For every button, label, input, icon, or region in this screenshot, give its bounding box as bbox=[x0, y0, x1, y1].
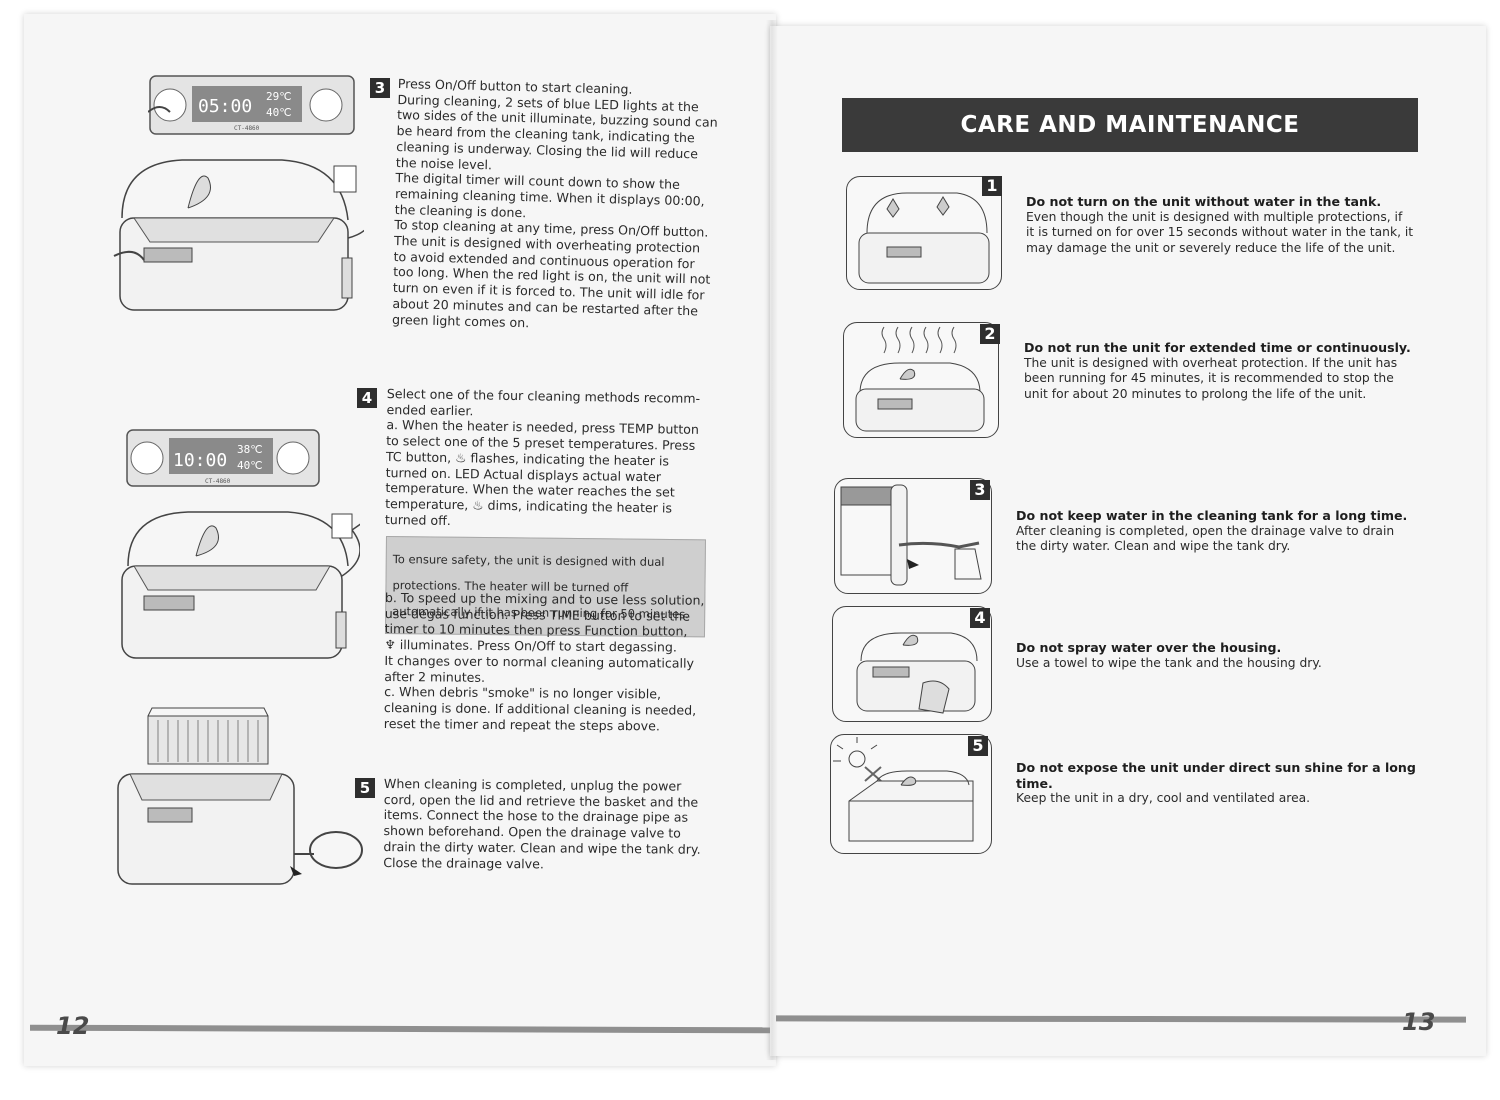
care-item-3: Do not keep water in the cleaning tank f… bbox=[1016, 508, 1416, 555]
display-model: CT-4860 bbox=[234, 125, 260, 132]
step-5-number: 5 bbox=[355, 778, 375, 798]
control-panel-illustration-step4: 10:00 38℃ 40℃ CT-4860 bbox=[126, 429, 320, 487]
display-time: 05:00 bbox=[198, 96, 252, 117]
care-item-3-line-1: After cleaning is completed, open the dr… bbox=[1016, 523, 1395, 538]
care-item-2-number: 2 bbox=[980, 324, 1000, 344]
step-4-instructions: Select one of the four cleaning methods … bbox=[385, 386, 727, 533]
care-item-1-number: 1 bbox=[982, 176, 1002, 196]
care-item-1: Do not turn on the unit without water in… bbox=[1026, 194, 1426, 256]
control-panel-illustration-step3: 05:00 29℃ 40℃ CT-4860 bbox=[148, 75, 355, 135]
care-item-5-line-1: Keep the unit in a dry, cool and ventila… bbox=[1016, 791, 1311, 805]
care-item-5-number: 5 bbox=[968, 736, 988, 756]
unit-empty-tank-illustration bbox=[858, 192, 990, 284]
display-temp-bottom: 40℃ bbox=[237, 459, 263, 472]
step-3-instructions: Press On/Off button to start cleaning.Du… bbox=[392, 76, 738, 335]
care-item-2-line-2: been running for 45 minutes, it is recom… bbox=[1024, 371, 1394, 385]
unit-overheat-illustration bbox=[855, 326, 985, 432]
step-4-number: 4 bbox=[357, 388, 377, 408]
right-page-number: 13 bbox=[1402, 1008, 1436, 1036]
care-illustration-2 bbox=[843, 322, 999, 438]
care-item-2: Do not run the unit for extended time or… bbox=[1024, 340, 1424, 402]
step-3-number: 3 bbox=[370, 78, 390, 98]
care-illustration-3 bbox=[834, 478, 992, 594]
care-item-4-heading: Do not spray water over the housing. bbox=[1016, 640, 1282, 655]
step-5-line-6: Close the drainage valve. bbox=[383, 854, 544, 871]
care-item-3-heading: Do not keep water in the cleaning tank f… bbox=[1016, 508, 1408, 523]
display-temp-top: 29℃ bbox=[266, 90, 292, 103]
care-item-2-line-3: unit for about 20 minutes to prolong the… bbox=[1024, 386, 1367, 401]
care-item-4: Do not spray water over the housing. Use… bbox=[1016, 640, 1416, 671]
basket-removal-illustration-step5 bbox=[117, 707, 363, 885]
care-item-1-heading: Do not turn on the unit without water in… bbox=[1026, 194, 1382, 209]
care-item-4-number: 4 bbox=[970, 608, 990, 628]
care-maintenance-title: CARE AND MAINTENANCE bbox=[842, 98, 1418, 152]
wipe-housing-illustration bbox=[856, 632, 978, 714]
ultrasonic-cleaner-illustration-step3 bbox=[113, 159, 364, 311]
care-item-3-line-2: the dirty water. Clean and wipe the tank… bbox=[1016, 539, 1291, 553]
ultrasonic-cleaner-illustration-step4 bbox=[121, 511, 360, 659]
safety-note-line-1: To ensure safety, the unit is designed w… bbox=[392, 551, 665, 569]
display-temp-top: 38℃ bbox=[237, 443, 263, 456]
left-page-number: 12 bbox=[56, 1012, 90, 1040]
care-item-1-line-2: it is turned on for over 15 seconds with… bbox=[1026, 225, 1414, 239]
display-temp-bottom: 40℃ bbox=[266, 106, 292, 119]
display-model: CT-4860 bbox=[205, 478, 231, 485]
care-item-1-line-3: may damage the unit or severely reduce t… bbox=[1026, 240, 1396, 255]
care-illustration-1 bbox=[846, 176, 1002, 290]
step-4b-line-9: reset the timer and repeat the steps abo… bbox=[383, 715, 660, 734]
right-footer-rule bbox=[775, 1015, 1467, 1023]
step-4-instructions-continued: b. To speed up the mixing and to use les… bbox=[384, 590, 725, 734]
care-item-3-number: 3 bbox=[970, 480, 990, 500]
care-illustration-4 bbox=[832, 606, 992, 722]
sun-exposure-illustration bbox=[833, 737, 974, 842]
care-item-5: Do not expose the unit under direct sun … bbox=[1016, 760, 1436, 807]
care-item-2-heading: Do not run the unit for extended time or… bbox=[1024, 340, 1411, 355]
unit-drain-valve-illustration bbox=[840, 484, 982, 586]
care-item-5-heading: Do not expose the unit under direct sun … bbox=[1016, 760, 1416, 791]
care-item-4-line-1: Use a towel to wipe the tank and the hou… bbox=[1016, 655, 1322, 670]
care-illustration-5 bbox=[830, 734, 992, 854]
book-gutter bbox=[766, 20, 778, 1060]
step-5-instructions: When cleaning is completed, unplug the p… bbox=[383, 776, 724, 873]
display-time: 10:00 bbox=[173, 450, 227, 471]
care-item-2-line-1: The unit is designed with overheat prote… bbox=[1024, 355, 1398, 370]
care-item-1-line-1: Even though the unit is designed with mu… bbox=[1026, 209, 1403, 224]
